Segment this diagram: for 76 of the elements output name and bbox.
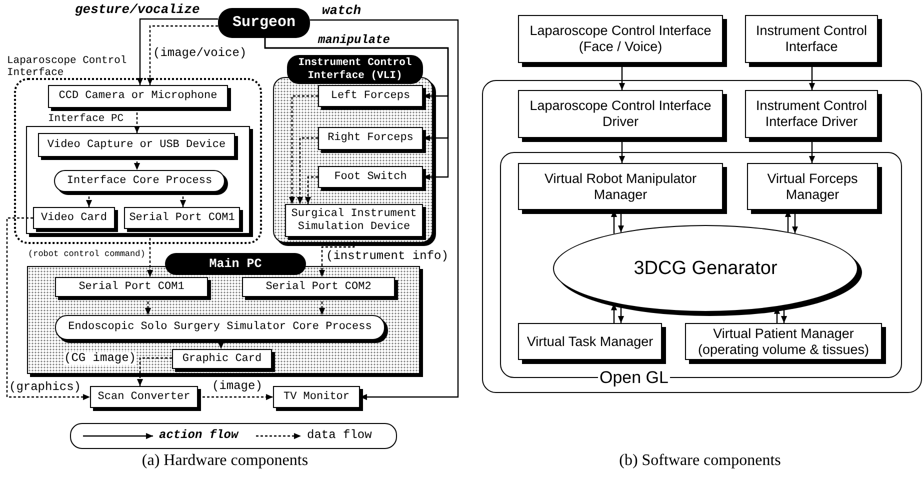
node-label: Surgeon bbox=[232, 14, 296, 32]
node-label: Virtual Patient Manager (operating volume & tissues) bbox=[696, 326, 870, 358]
data-flow-arrow bbox=[318, 297, 326, 315]
node-label: CCD Camera or Microphone bbox=[58, 90, 218, 103]
legend-text: data flow bbox=[307, 428, 372, 442]
data-flow-arrow bbox=[296, 137, 318, 204]
process-box bbox=[38, 133, 235, 157]
process-box bbox=[242, 277, 395, 297]
node-label: Foot Switch bbox=[334, 170, 407, 184]
legend-text: action flow bbox=[159, 428, 238, 442]
node-label: Surgical Instrument Simulation Device bbox=[290, 208, 418, 234]
process-box bbox=[33, 207, 115, 229]
node-label: Scan Converter bbox=[98, 390, 190, 404]
node-label: Serial Port COM1 bbox=[129, 212, 235, 224]
edge-label: (image) bbox=[212, 380, 262, 394]
node-label: Laparoscope Control Interface Driver bbox=[528, 98, 712, 130]
node-label: Interface Core Process bbox=[66, 174, 212, 188]
node-label: Serial Port COM2 bbox=[266, 280, 372, 294]
data-flow-arrow bbox=[288, 95, 318, 204]
figure-caption: (a) Hardware components bbox=[140, 452, 310, 470]
node-label: Instrument Control Interface Driver bbox=[754, 98, 868, 130]
edge-label: (robot control command) bbox=[28, 250, 146, 260]
data-flow-arrow bbox=[144, 297, 152, 315]
process-box bbox=[285, 204, 423, 237]
process-box bbox=[318, 85, 423, 107]
process-box bbox=[90, 386, 198, 408]
node-label: Virtual Robot Manipulator Manager bbox=[543, 170, 698, 202]
process-pill bbox=[54, 170, 225, 192]
group-heading: Laparoscope Control Interface bbox=[7, 55, 128, 81]
edge-label: (CG image) bbox=[64, 352, 136, 366]
node-label: Instrument Control Interface bbox=[754, 23, 868, 55]
data-flow-arrow bbox=[198, 394, 273, 400]
group-heading: Open GL bbox=[598, 368, 670, 388]
edge-label: (instrument info) bbox=[326, 250, 448, 264]
actor-badge bbox=[218, 8, 310, 38]
data-flow-arrow bbox=[136, 357, 172, 386]
arrow bbox=[310, 19, 459, 400]
group-heading: Interface PC bbox=[48, 113, 125, 125]
arrow bbox=[618, 304, 624, 323]
process-box bbox=[48, 85, 228, 108]
data-flow-arrow bbox=[304, 176, 318, 204]
arrow bbox=[264, 38, 449, 180]
process-pill bbox=[55, 315, 385, 340]
node-label: Virtual Task Manager bbox=[526, 334, 654, 350]
process-box bbox=[318, 127, 423, 150]
layer-frame bbox=[482, 80, 922, 393]
data-flow-arrow bbox=[86, 192, 92, 207]
node-label: 3DCG Genarator bbox=[634, 258, 778, 280]
group-heading-badge: Instrument Control Interface (VLI) bbox=[287, 55, 423, 84]
node-label: Serial Port COM1 bbox=[78, 280, 184, 294]
node-label: Right Forceps bbox=[328, 132, 414, 145]
edge-label: (graphics) bbox=[9, 381, 82, 394]
node-label: Graphic Card bbox=[182, 352, 262, 366]
arrow bbox=[610, 303, 618, 323]
process-box bbox=[55, 277, 208, 297]
edge-label: (image/voice) bbox=[153, 47, 247, 60]
data-flow-arrow bbox=[180, 192, 186, 207]
process-box bbox=[273, 386, 360, 408]
arrow bbox=[136, 18, 218, 85]
node-label: Left Forceps bbox=[330, 90, 410, 102]
process-box bbox=[318, 166, 423, 188]
node-label: Video Capture or USB Device bbox=[47, 138, 226, 152]
node-label: Virtual Forceps Manager bbox=[766, 170, 859, 202]
process-box bbox=[124, 207, 240, 229]
data-flow-arrow bbox=[218, 340, 224, 349]
edge-label: manipulate bbox=[318, 34, 390, 48]
node-label: TV Monitor bbox=[283, 390, 350, 404]
process-box bbox=[172, 349, 272, 369]
node-label: Laparoscope Control Interface (Face / Voice) bbox=[528, 23, 712, 55]
figure-caption: (b) Software components bbox=[618, 452, 782, 470]
group-heading-badge: Main PC bbox=[165, 253, 306, 275]
node-label: Video Card bbox=[40, 212, 107, 224]
node-label: Endoscopic Solo Surgery Simulator Core Process bbox=[68, 321, 372, 334]
data-flow-arrow bbox=[6, 217, 90, 400]
data-flow-arrow bbox=[146, 25, 218, 85]
edge-label: gesture/vocalize bbox=[75, 3, 200, 18]
